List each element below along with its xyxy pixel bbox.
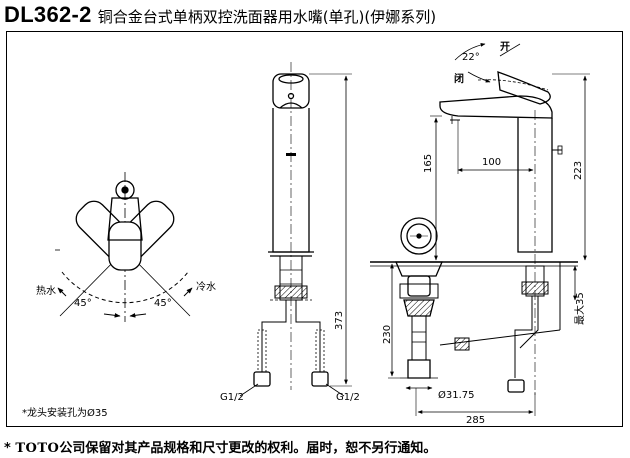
front-view xyxy=(239,62,352,397)
top-view xyxy=(55,172,193,322)
angle-right-label: 45° xyxy=(154,298,172,309)
drawing-frame xyxy=(6,31,623,427)
thread-left-label: G1/2 xyxy=(220,392,244,403)
dim-max35-label: 最大35 xyxy=(573,292,586,325)
title-row: DL362-2 铜合金台式单柄双控洗面器用水嘴(单孔)(伊娜系列) xyxy=(4,2,436,28)
footer-text: 公司保留对其产品规格和尺寸更改的权利。届时，恕不另行通知。 xyxy=(59,441,437,456)
brand-name: TOTO xyxy=(15,441,60,456)
angle-left-label: 45° xyxy=(74,298,92,309)
footer-disclaimer: * TOTO公司保留对其产品规格和尺寸更改的权利。届时，恕不另行通知。 xyxy=(4,437,436,456)
lever-angle-label: 22° xyxy=(462,52,480,63)
model-number: DL362-2 xyxy=(4,2,92,27)
thread-right-label: G1/2 xyxy=(336,392,360,403)
footer-asterisk: * xyxy=(4,441,16,456)
closed-label: 闭 xyxy=(454,72,464,85)
dim-31-75-label: Ø31.75 xyxy=(438,389,475,401)
cold-water-label: 冷水 xyxy=(196,280,216,293)
dim-165-label: 165 xyxy=(423,154,434,173)
mounting-note: *龙头安装孔为Ø35 xyxy=(22,406,108,419)
side-view xyxy=(370,42,590,416)
dim-100-label: 100 xyxy=(482,157,501,168)
drain-assembly xyxy=(388,217,443,390)
dim-223-label: 223 xyxy=(573,161,584,180)
dim-285-label: 285 xyxy=(466,415,485,426)
product-description: 铜合金台式单柄双控洗面器用水嘴(单孔)(伊娜系列) xyxy=(97,8,437,26)
open-label: 开 xyxy=(500,41,510,53)
dim-373-label: 373 xyxy=(334,311,345,330)
dim-230-label: 230 xyxy=(382,325,393,344)
hot-water-label: 热水 xyxy=(36,284,56,297)
